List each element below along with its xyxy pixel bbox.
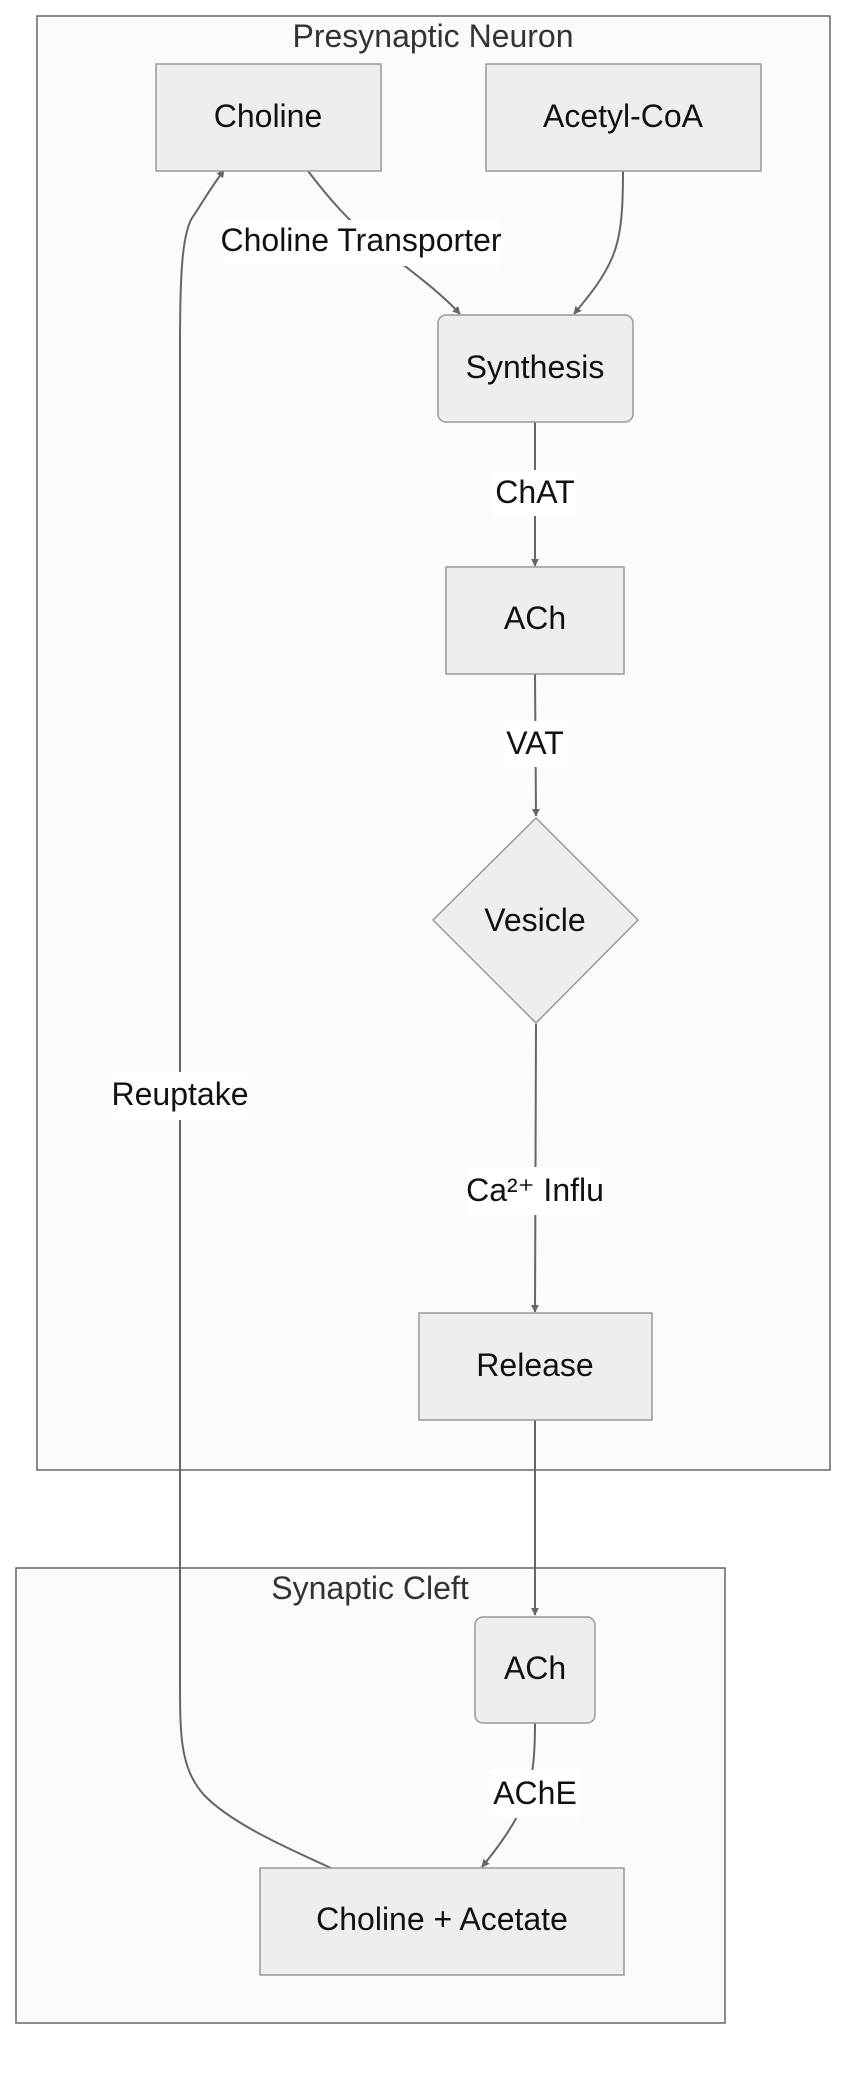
acetyl-coa-label: Acetyl-CoA xyxy=(543,98,704,134)
vat-edge-label: VAT xyxy=(504,721,566,767)
edge-vesicle-to-release xyxy=(531,1023,540,1313)
ach-cleft-node: ACh xyxy=(474,1616,596,1724)
reuptake-edge-label: Reuptake xyxy=(112,1072,249,1120)
edge-reuptake-to-choline xyxy=(179,169,332,1869)
synthesis-node: Synthesis xyxy=(437,314,634,423)
choline-node: Choline xyxy=(155,63,382,172)
ach-presynaptic-label: ACh xyxy=(504,600,566,636)
svg-text:ChAT: ChAT xyxy=(495,474,574,510)
choline-transporter-edge-label: Choline Transporter xyxy=(220,220,502,266)
svg-text:VAT: VAT xyxy=(506,725,563,761)
svg-text:Reuptake: Reuptake xyxy=(112,1076,249,1112)
release-label: Release xyxy=(476,1347,593,1383)
cleft-cluster-title: Synaptic Cleft xyxy=(271,1570,469,1606)
release-node: Release xyxy=(418,1312,653,1421)
ach-cleft-label: ACh xyxy=(504,1650,566,1686)
vesicle-node: Vesicle xyxy=(431,816,640,1025)
choline-label: Choline xyxy=(214,98,323,134)
chat-edge-label: ChAT xyxy=(493,470,577,516)
ach-presynaptic-node: ACh xyxy=(445,566,625,675)
choline-acetate-node: Choline + Acetate xyxy=(259,1867,625,1976)
ca-influx-edge-label: Ca²⁺ Influ xyxy=(466,1167,604,1215)
edge-acetylcoa-to-synthesis xyxy=(573,170,624,315)
ache-edge-label: AChE xyxy=(490,1770,580,1818)
svg-text:Ca²⁺ Influ: Ca²⁺ Influ xyxy=(466,1172,604,1208)
svg-text:AChE: AChE xyxy=(493,1775,577,1811)
vesicle-label: Vesicle xyxy=(484,902,585,938)
svg-text:Choline Transporter: Choline Transporter xyxy=(220,222,501,258)
acetyl-coa-node: Acetyl-CoA xyxy=(485,63,762,172)
presynaptic-cluster-title: Presynaptic Neuron xyxy=(292,18,573,54)
choline-acetate-label: Choline + Acetate xyxy=(316,1901,568,1937)
synthesis-label: Synthesis xyxy=(466,349,605,385)
